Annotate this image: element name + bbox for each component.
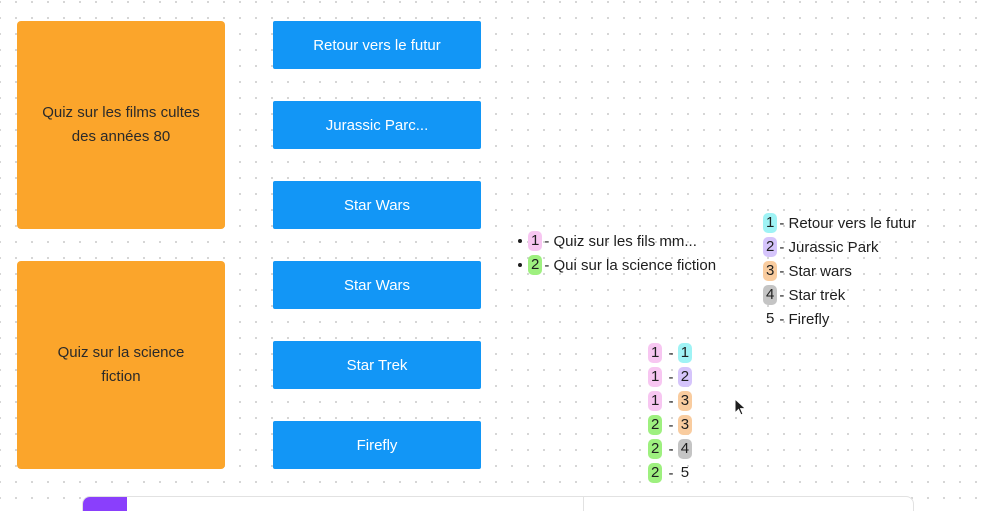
- pair-separator: -: [664, 440, 678, 458]
- number-tag: 1: [528, 231, 543, 251]
- pair-row: 1 - 1: [648, 341, 694, 365]
- list-item-text: - Qui sur la science fiction: [544, 256, 717, 274]
- bullet-icon: [518, 239, 522, 243]
- movie-button-retour[interactable]: Retour vers le futur: [273, 21, 481, 69]
- movie-button-startrek[interactable]: Star Trek: [273, 341, 481, 389]
- list-item: 4 - Star trek: [763, 283, 916, 307]
- number-tag: 2: [763, 237, 778, 257]
- list-item-text: - Star trek: [779, 286, 846, 304]
- pair-quiz-tag: 1: [648, 391, 663, 411]
- pairs-list[interactable]: 1 - 1 1 - 2 1 - 3 2 - 3 2 - 4 2 - 5: [648, 341, 694, 485]
- pair-quiz-tag: 2: [648, 439, 663, 459]
- toolbar-divider: [583, 497, 584, 511]
- mouse-pointer-icon: [734, 397, 748, 423]
- list-item-text: - Retour vers le futur: [779, 214, 917, 232]
- pair-quiz-tag: 2: [648, 463, 663, 483]
- pair-movie-tag: 2: [677, 367, 693, 387]
- pair-movie-tag: 3: [677, 391, 693, 411]
- number-tag: 5: [766, 310, 775, 327]
- toolbar-accent[interactable]: [83, 497, 127, 511]
- quiz-card-scifi-label: Quiz sur la science fiction: [57, 344, 185, 385]
- movie-button-jurassic[interactable]: Jurassic Parc...: [273, 101, 481, 149]
- number-tag: 3: [763, 261, 778, 281]
- list-item: 1 - Quiz sur les fils mm...: [518, 229, 716, 253]
- list-item: 5 - Firefly: [763, 307, 916, 331]
- pair-movie-tag: 4: [677, 439, 693, 459]
- pair-row: 1 - 3: [648, 389, 694, 413]
- list-item-text: - Jurassic Park: [779, 238, 879, 256]
- list-item-text: - Star wars: [779, 262, 852, 280]
- pair-movie-tag: 1: [677, 343, 693, 363]
- quiz-card-80s-label: Quiz sur les films cultes des années 80: [42, 104, 200, 145]
- list-item: 2 - Jurassic Park: [763, 235, 916, 259]
- movie-button-label: Star Wars: [343, 196, 411, 214]
- quiz-card-scifi[interactable]: Quiz sur la science fiction: [17, 261, 225, 469]
- pair-quiz-tag: 1: [648, 367, 663, 387]
- pair-separator: -: [664, 464, 678, 482]
- list-item: 2 - Qui sur la science fiction: [518, 253, 716, 277]
- quiz-card-80s[interactable]: Quiz sur les films cultes des années 80: [17, 21, 225, 229]
- list-item: 3 - Star wars: [763, 259, 916, 283]
- movie-button-firefly[interactable]: Firefly: [273, 421, 481, 469]
- movie-button-label: Star Trek: [346, 356, 408, 374]
- list-item-text: - Quiz sur les fils mm...: [544, 232, 697, 250]
- number-tag: 4: [763, 285, 778, 305]
- pair-separator: -: [664, 416, 678, 434]
- pair-row: 2 - 5: [648, 461, 694, 485]
- movie-button-starwars-2[interactable]: Star Wars: [273, 261, 481, 309]
- pair-row: 2 - 3: [648, 413, 694, 437]
- pair-quiz-tag: 2: [648, 415, 663, 435]
- movie-button-label: Jurassic Parc...: [325, 116, 429, 134]
- movie-button-label: Firefly: [356, 436, 398, 454]
- movie-button-label: Star Wars: [343, 276, 411, 294]
- pair-movie-tag: 3: [677, 415, 693, 435]
- pair-separator: -: [664, 368, 678, 386]
- movie-button-label: Retour vers le futur: [313, 36, 441, 54]
- pair-quiz-tag: 1: [648, 343, 663, 363]
- pair-row: 2 - 4: [648, 437, 694, 461]
- movie-button-starwars-1[interactable]: Star Wars: [273, 181, 481, 229]
- quiz-list[interactable]: 1 - Quiz sur les fils mm... 2 - Qui sur …: [518, 229, 716, 277]
- list-item-text: - Firefly: [779, 310, 830, 328]
- pair-separator: -: [664, 344, 678, 362]
- number-tag: 2: [528, 255, 543, 275]
- bottom-toolbar[interactable]: [82, 496, 914, 511]
- number-tag: 1: [763, 213, 778, 233]
- pair-row: 1 - 2: [648, 365, 694, 389]
- movie-list[interactable]: 1 - Retour vers le futur 2 - Jurassic Pa…: [763, 211, 916, 331]
- pair-separator: -: [664, 392, 678, 410]
- bullet-icon: [518, 263, 522, 267]
- list-item: 1 - Retour vers le futur: [763, 211, 916, 235]
- pair-movie-tag: 5: [680, 464, 690, 481]
